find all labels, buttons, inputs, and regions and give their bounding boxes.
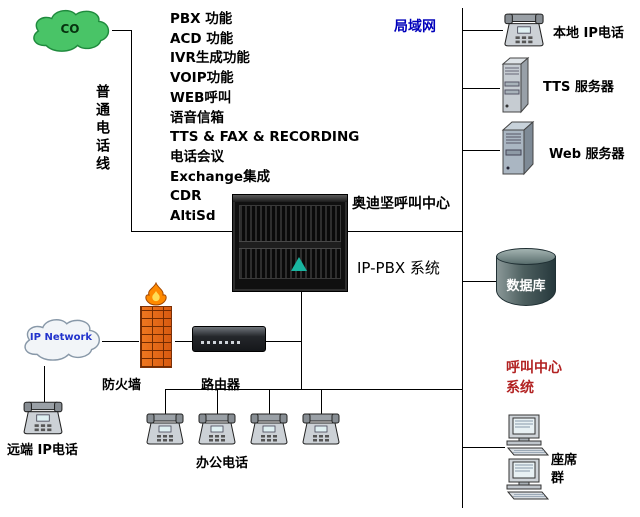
connector-phone-bus xyxy=(165,389,463,390)
connector-phone-drop-3 xyxy=(269,389,270,415)
lan-label: 局域网 xyxy=(394,19,436,35)
connector-lan-localphone xyxy=(463,30,503,31)
connector-lan-database xyxy=(463,281,496,282)
feature-item: AltiSd xyxy=(170,208,216,225)
connector-phone-trunk-v xyxy=(131,30,132,232)
firewall-label: 防火墙 xyxy=(102,378,142,393)
connector-pbx-lan xyxy=(348,231,462,232)
office-phone-icon xyxy=(146,413,184,445)
remote-ip-phone-label: 远端 IP电话 xyxy=(7,443,78,458)
connector-cloud-firewall xyxy=(102,341,139,342)
feature-item: WEB呼叫 xyxy=(170,89,232,106)
connector-router-riser xyxy=(266,341,302,342)
connector-lan-agents xyxy=(463,447,505,448)
ippbx-chassis-icon xyxy=(232,194,348,292)
remote-ip-phone-icon xyxy=(23,401,63,435)
ippbx-top-edge xyxy=(233,195,347,202)
connector-lan-backbone xyxy=(462,8,463,508)
cc-system-label-line1: 呼叫中心 xyxy=(506,360,562,376)
agent-workstation-icon xyxy=(506,458,549,500)
router-front-marks xyxy=(201,341,243,344)
connector-trunk-to-pbx xyxy=(131,231,232,232)
router-icon xyxy=(192,326,266,352)
feature-item: ACD 功能 xyxy=(170,30,234,47)
feature-item: IVR生成功能 xyxy=(170,50,250,67)
router-label: 路由器 xyxy=(201,378,241,393)
ip-network-cloud-label: IP Network xyxy=(29,332,93,343)
firewall-icon xyxy=(137,282,175,368)
connector-pbx-riser xyxy=(301,292,302,390)
agents-label-line2: 群 xyxy=(551,471,565,486)
web-server-icon xyxy=(501,120,535,176)
database-label: 数据库 xyxy=(506,279,546,294)
co-cloud-icon xyxy=(33,9,110,52)
ip-network-cloud-icon xyxy=(24,319,100,361)
connector-phone-drop-2 xyxy=(217,389,218,415)
connector-firewall-router xyxy=(175,341,192,342)
callcenter-title: 奥迪坚呼叫中心 xyxy=(352,196,450,212)
tts-server-icon xyxy=(501,56,530,114)
feature-item: 电话会议 xyxy=(170,148,224,165)
brick-wall xyxy=(140,306,172,368)
phone-trunk-label: 普通电话线 xyxy=(94,84,110,174)
office-phone-icon xyxy=(198,413,236,445)
feature-item: VOIP功能 xyxy=(170,70,234,87)
local-ip-phone-icon xyxy=(504,13,544,47)
connector-lan-tts xyxy=(463,88,500,89)
feature-item: 语音信箱 xyxy=(170,109,224,126)
feature-item: CDR xyxy=(170,188,202,205)
connector-phone-drop-4 xyxy=(321,389,322,415)
database-cylinder-top xyxy=(496,248,556,265)
database-icon: 数据库 xyxy=(496,248,556,312)
connector-remotephone-cloud xyxy=(44,366,45,402)
agents-label-line1: 座席 xyxy=(551,453,578,468)
ippbx-divider-band xyxy=(239,241,341,249)
connector-phone-drop-1 xyxy=(165,389,166,415)
office-phone-icon xyxy=(250,413,288,445)
flame-icon xyxy=(145,282,167,306)
connector-lan-web xyxy=(463,150,500,151)
feature-item: TTS & FAX & RECORDING xyxy=(170,129,360,146)
web-server-label: Web 服务器 xyxy=(549,147,625,162)
ippbx-label: IP-PBX 系统 xyxy=(357,259,440,277)
altigen-logo-triangle xyxy=(291,257,307,271)
feature-item: PBX 功能 xyxy=(170,11,233,27)
cc-system-label-line2: 系统 xyxy=(506,380,534,396)
agent-workstation-icon xyxy=(506,414,549,456)
office-phone-icon xyxy=(302,413,340,445)
office-phones-label: 办公电话 xyxy=(196,456,249,471)
feature-list: PBX 功能 ACD 功能 IVR生成功能 VOIP功能 WEB呼叫 语音信箱 … xyxy=(170,10,359,227)
local-ip-phone-label: 本地 IP电话 xyxy=(553,26,624,41)
connector-co-trunk-h xyxy=(112,30,132,31)
tts-server-label: TTS 服务器 xyxy=(543,80,614,95)
co-cloud-label: CO xyxy=(60,22,80,36)
feature-item: Exchange集成 xyxy=(170,168,271,185)
